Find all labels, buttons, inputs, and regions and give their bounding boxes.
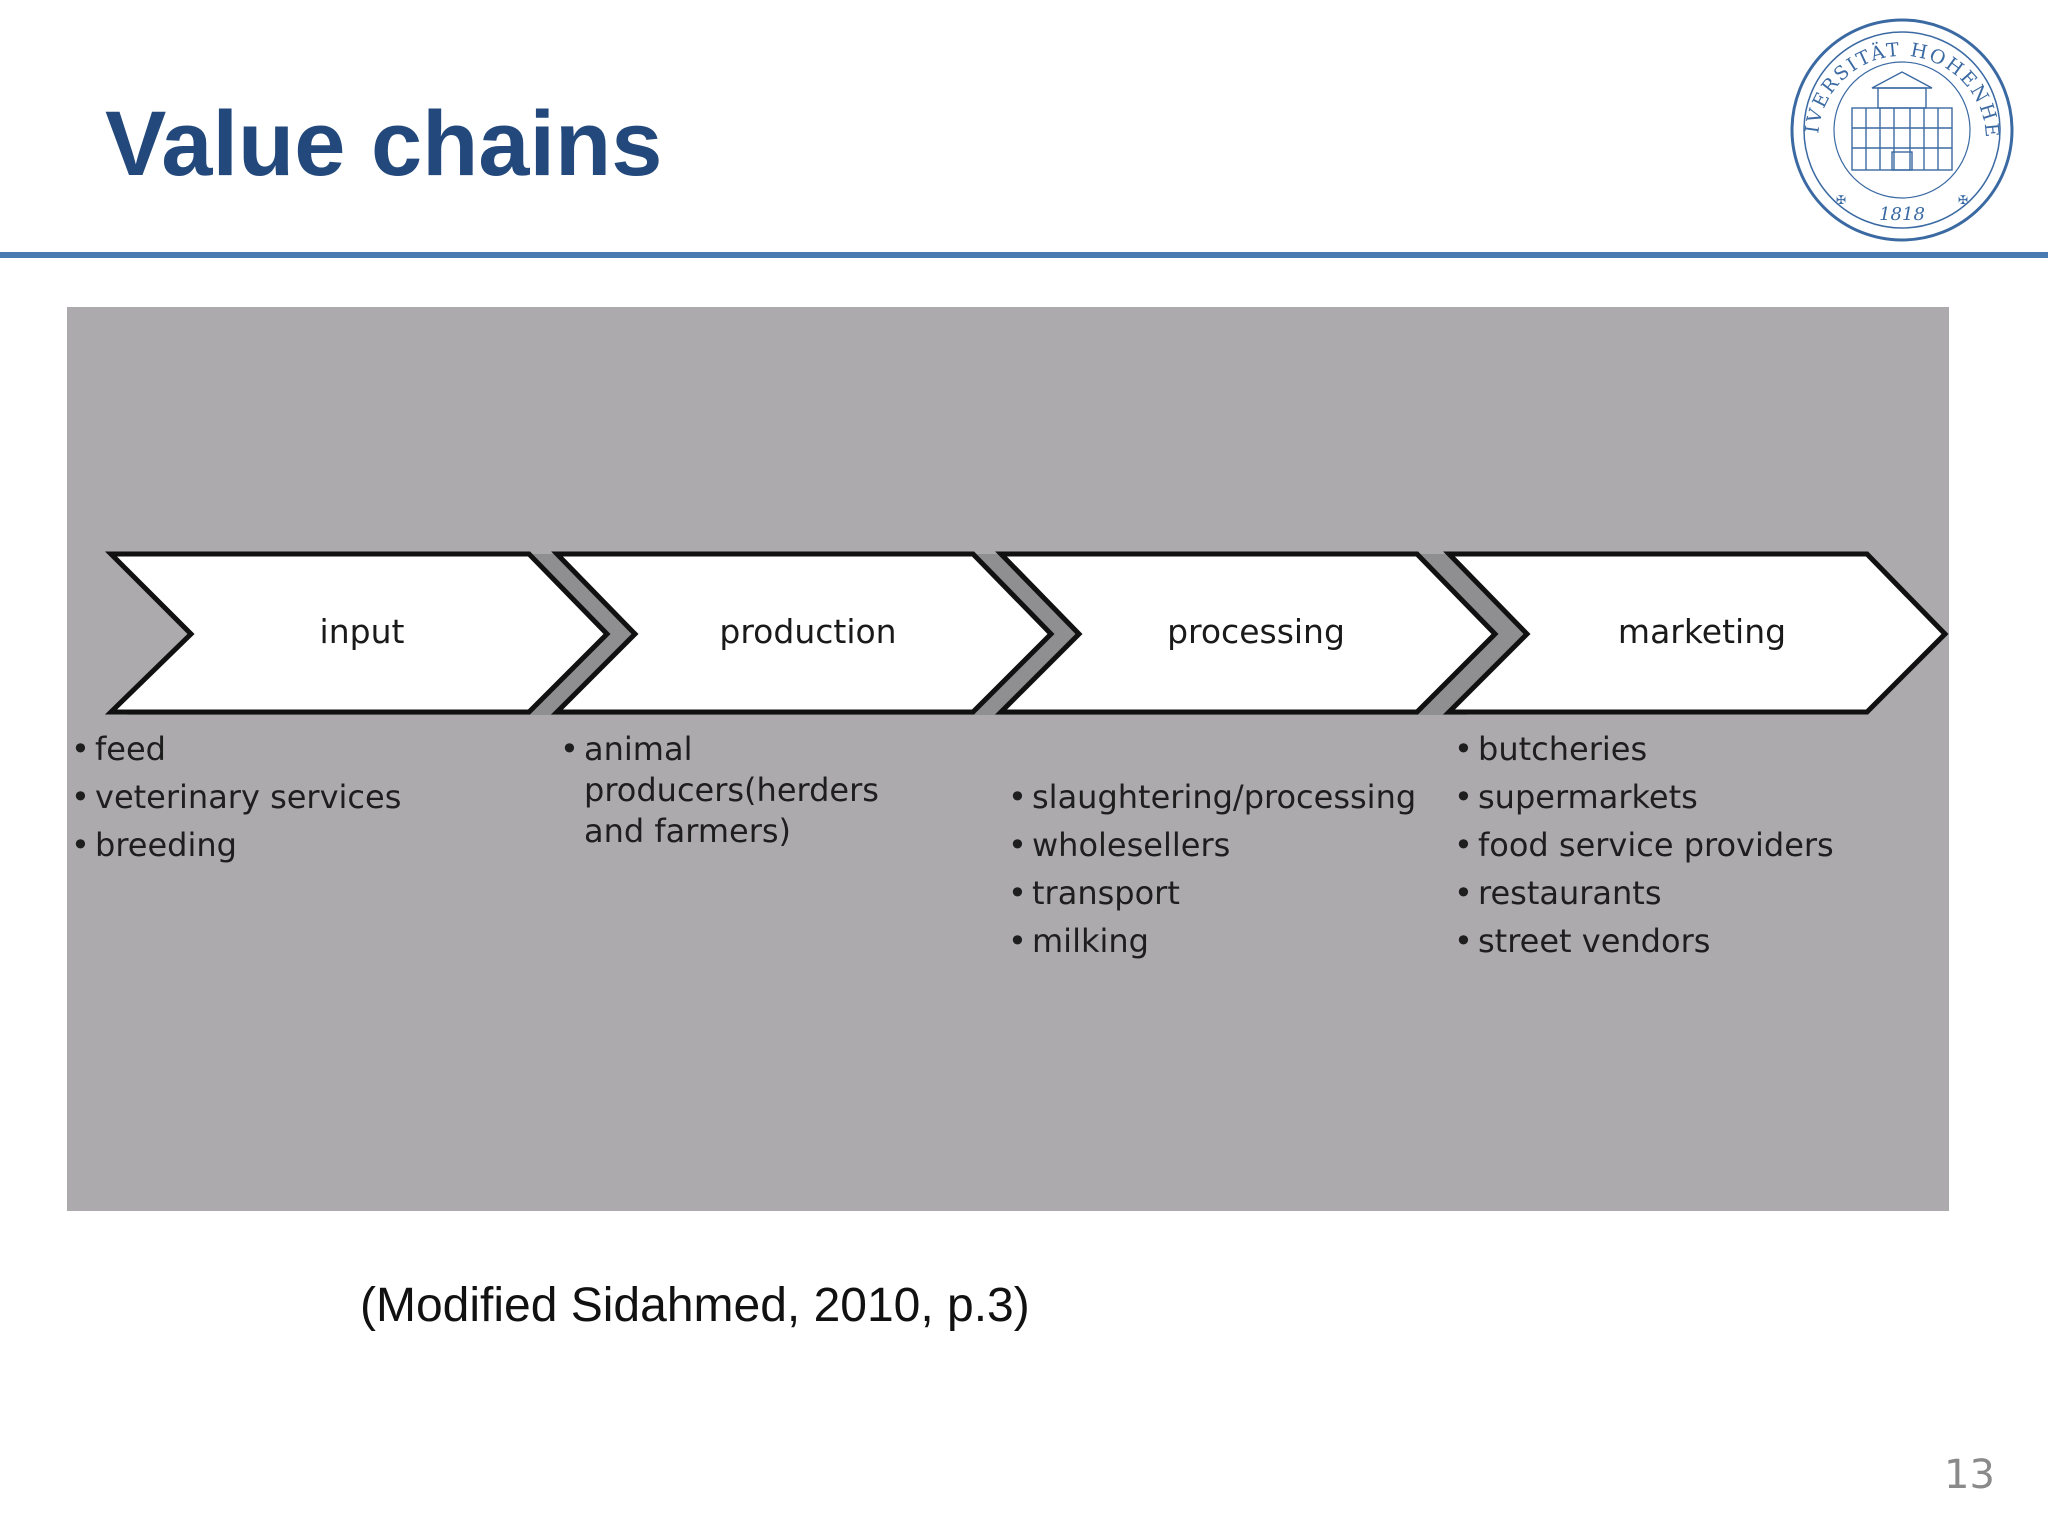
page-number: 13 xyxy=(1944,1452,1995,1498)
list-item: transport xyxy=(1008,873,1416,914)
slide-title: Value chains xyxy=(105,93,663,195)
list-item: street vendors xyxy=(1454,921,1834,962)
svg-text:✠: ✠ xyxy=(1836,193,1846,207)
production-items: animal producers(herders and farmers) xyxy=(560,729,944,859)
list-item: breeding xyxy=(71,825,401,866)
list-item: feed xyxy=(71,729,401,770)
svg-text:✠: ✠ xyxy=(1958,193,1968,207)
list-item: butcheries xyxy=(1454,729,1834,770)
chevron-production xyxy=(550,551,1055,715)
marketing-items: butcheries supermarkets food service pro… xyxy=(1454,729,1834,969)
list-item: animal producers(herders and farmers) xyxy=(560,729,944,852)
university-seal-logo: UNIVERSITÄT HOHENHEIM 1818 ✠ ✠ xyxy=(1788,16,2014,242)
input-items: feed veterinary services breeding xyxy=(71,729,401,873)
chevron-input xyxy=(104,551,611,715)
stage-label-marketing: marketing xyxy=(1617,612,1787,651)
list-item: milking xyxy=(1008,921,1416,962)
source-citation: (Modified Sidahmed, 2010, p.3) xyxy=(360,1279,1030,1332)
list-item: supermarkets xyxy=(1454,777,1834,818)
list-item: veterinary services xyxy=(71,777,401,818)
list-item: food service providers xyxy=(1454,825,1834,866)
stage-label-production: production xyxy=(719,612,897,651)
chevron-marketing xyxy=(1442,551,1949,715)
stage-label-input: input xyxy=(319,612,405,651)
value-chain-diagram: input production processing marketing fe… xyxy=(67,307,1949,1211)
header-divider xyxy=(0,252,2048,258)
chevron-processing xyxy=(994,551,1499,715)
list-item: restaurants xyxy=(1454,873,1834,914)
list-item: slaughtering/processing xyxy=(1008,777,1416,818)
seal-year: 1818 xyxy=(1879,204,1925,225)
stage-label-processing: processing xyxy=(1167,612,1345,651)
processing-items: slaughtering/processing wholesellers tra… xyxy=(1008,777,1416,969)
list-item: wholesellers xyxy=(1008,825,1416,866)
chevron-flow xyxy=(104,551,1949,715)
